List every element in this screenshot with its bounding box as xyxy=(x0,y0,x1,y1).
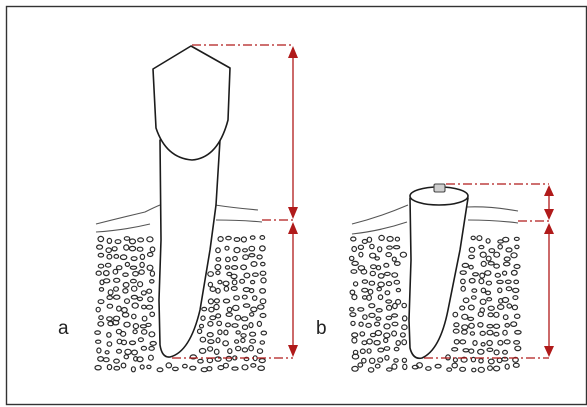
panel-label-b: b xyxy=(316,318,327,339)
post-core-b xyxy=(434,184,445,192)
panel-label-a: a xyxy=(58,318,69,339)
tooth-crown-a xyxy=(153,46,230,160)
